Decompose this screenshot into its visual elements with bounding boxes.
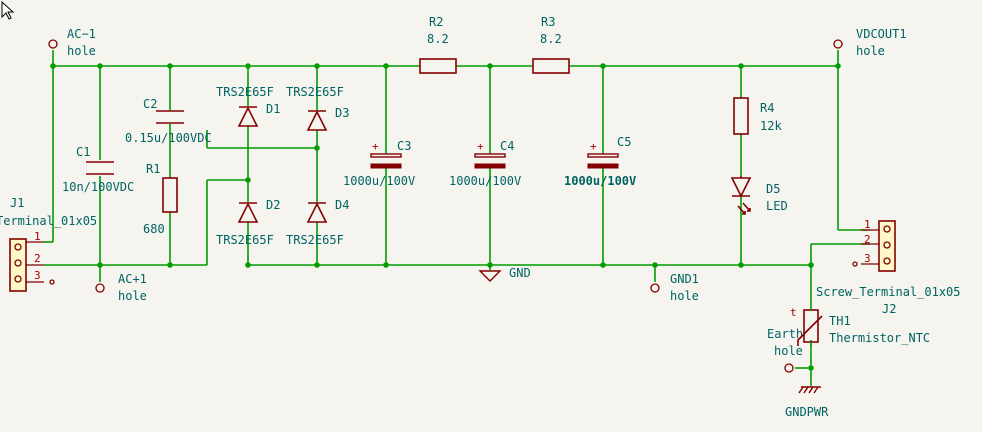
value-label: 8.2 <box>427 32 449 46</box>
ref-label: J1 <box>10 196 24 210</box>
value-label: Terminal_01x05 <box>0 214 97 228</box>
ref-label: C1 <box>76 145 90 159</box>
capacitor-c2[interactable]: C2 0.15u/100VDC <box>125 97 212 145</box>
capacitor-c1[interactable]: C1 10n/100VDC <box>62 145 134 194</box>
hole-ac-minus[interactable]: AC−1 hole <box>48 27 96 58</box>
polarity-mark: + <box>477 140 484 153</box>
value-label: Thermistor_NTC <box>829 331 930 345</box>
resistor-r2[interactable]: R2 8.2 <box>419 15 457 74</box>
value-label: 0.15u/100VDC <box>125 131 212 145</box>
value-label: TRS2E65F <box>216 85 274 99</box>
value-label: 680 <box>143 222 165 236</box>
connector-j1[interactable]: 1 2 3 J1 Terminal_01x05 <box>0 196 97 292</box>
hole-ac-plus[interactable]: AC+1 hole <box>95 272 147 303</box>
hole-earth[interactable]: Earth hole <box>767 327 803 373</box>
ref-label: GND1 <box>670 272 699 286</box>
value-label: TRS2E65F <box>216 233 274 247</box>
diode-d1[interactable]: TRS2E65F D1 <box>216 85 280 127</box>
value-label: hole <box>118 289 147 303</box>
ref-label: Earth <box>767 327 803 341</box>
ref-label: R4 <box>760 101 774 115</box>
ref-label: D5 <box>766 182 780 196</box>
pin-number: 1 <box>864 218 871 231</box>
ref-label: VDCOUT1 <box>856 27 907 41</box>
diode-d3[interactable]: TRS2E65F D3 <box>286 85 349 131</box>
wires <box>44 50 870 386</box>
value-label: 10n/100VDC <box>62 180 134 194</box>
pin-number: 3 <box>864 252 871 265</box>
ref-label: C3 <box>397 139 411 153</box>
value-label: Screw_Terminal_01x05 <box>816 285 961 299</box>
pin-number: 2 <box>34 252 41 265</box>
value-label: 8.2 <box>540 32 562 46</box>
gnd-symbol[interactable]: GND <box>478 266 531 282</box>
value-label: 1000u/100V <box>564 174 636 188</box>
power-label: GNDPWR <box>785 405 829 419</box>
thermistor-th1[interactable]: t TH1 Thermistor_NTC <box>790 300 930 346</box>
pin-number: 3 <box>34 269 41 282</box>
ref-label: TH1 <box>829 314 851 328</box>
diode-d2[interactable]: D2 TRS2E65F <box>216 198 280 247</box>
value-label: LED <box>766 199 788 213</box>
pin-number: 2 <box>864 233 871 246</box>
value-label: 12k <box>760 119 782 133</box>
resistor-r1[interactable]: R1 680 <box>143 162 178 236</box>
pin-number: 1 <box>34 230 41 243</box>
ref-label: D4 <box>335 198 349 212</box>
ref-label: AC+1 <box>118 272 147 286</box>
diode-d4[interactable]: D4 TRS2E65F <box>286 198 349 247</box>
value-label: hole <box>670 289 699 303</box>
value-label: 1000u/100V <box>343 174 415 188</box>
power-label: GND <box>509 266 531 280</box>
mouse-pointer-icon <box>1 0 15 20</box>
ref-label: D1 <box>266 102 280 116</box>
value-label: hole <box>856 44 885 58</box>
connector-j2[interactable]: 1 2 3 Screw_Terminal_01x05 J2 <box>816 218 961 316</box>
ref-label: D2 <box>266 198 280 212</box>
ref-label: C5 <box>617 135 631 149</box>
hole-gnd1[interactable]: GND1 hole <box>650 272 699 303</box>
value-label: TRS2E65F <box>286 85 344 99</box>
ref-label: J2 <box>882 302 896 316</box>
led-d5[interactable]: D5 LED <box>730 176 788 215</box>
resistor-r3[interactable]: R3 8.2 <box>532 15 570 74</box>
svg-text:t: t <box>790 306 797 319</box>
ref-label: R2 <box>429 15 443 29</box>
junctions <box>50 63 841 371</box>
ref-label: R3 <box>541 15 555 29</box>
capacitor-c5[interactable]: + C5 1000u/100V <box>564 135 636 188</box>
ref-label: C2 <box>143 97 157 111</box>
ref-label: D3 <box>335 106 349 120</box>
value-label: hole <box>67 44 96 58</box>
hole-vdcout[interactable]: VDCOUT1 hole <box>833 27 907 58</box>
resistor-r4[interactable]: R4 12k <box>733 97 782 135</box>
ref-label: C4 <box>500 139 514 153</box>
value-label: hole <box>774 344 803 358</box>
gndpwr-symbol[interactable]: GNDPWR <box>785 386 829 419</box>
ref-label: R1 <box>146 162 160 176</box>
capacitor-c3[interactable]: + C3 1000u/100V <box>343 139 415 188</box>
polarity-mark: + <box>590 140 597 153</box>
ref-label: AC−1 <box>67 27 96 41</box>
capacitor-c4[interactable]: + C4 1000u/100V <box>449 139 521 188</box>
value-label: TRS2E65F <box>286 233 344 247</box>
value-label: 1000u/100V <box>449 174 521 188</box>
polarity-mark: + <box>372 140 379 153</box>
